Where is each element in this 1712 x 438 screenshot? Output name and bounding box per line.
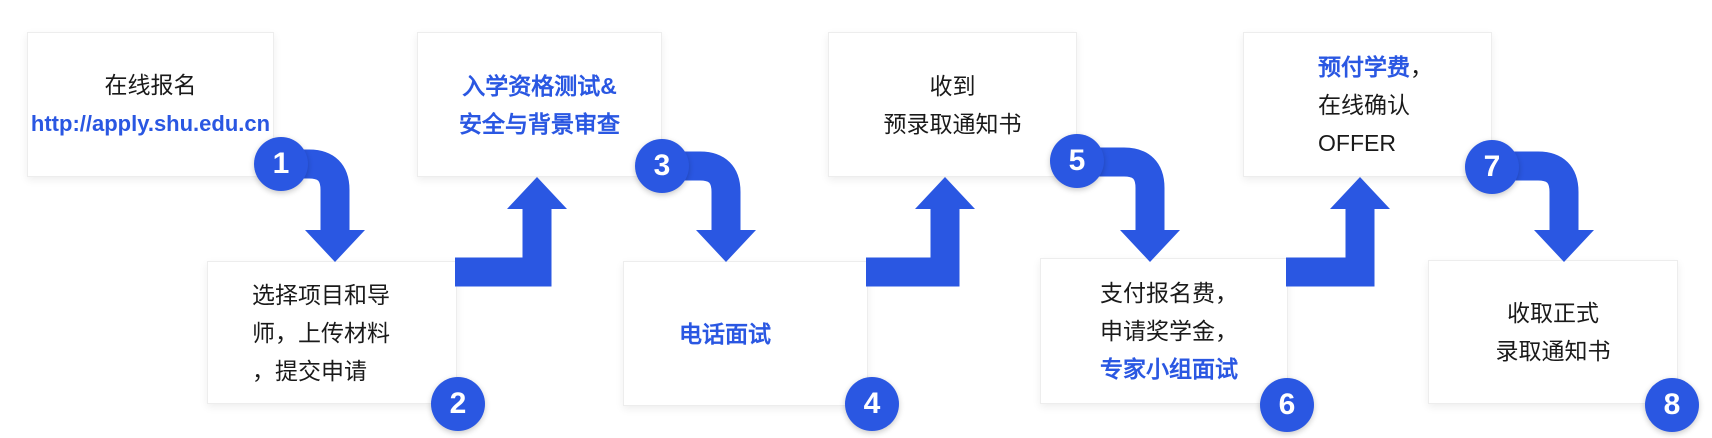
step-text: 专家小组面试 — [1100, 356, 1238, 382]
step-8-number-badge: 8 — [1645, 378, 1699, 432]
connector-elbow-up — [1286, 209, 1375, 287]
step-text: 收取正式 — [1507, 300, 1599, 326]
step-text-line: 预付学费， — [1318, 48, 1433, 86]
step-8-card: 收取正式录取通知书 — [1428, 260, 1678, 404]
step-1-number-badge: 1 — [254, 137, 308, 191]
step-text-line: 在线确认 — [1318, 86, 1433, 124]
step-text: 安全与背景审查 — [459, 110, 620, 137]
step-2-number-badge: 2 — [431, 377, 485, 431]
step-text: 在线确认 — [1318, 91, 1410, 118]
step-text: 收到 — [929, 72, 976, 99]
step-text: 预付学费 — [1318, 53, 1410, 80]
step-text: 入学资格测试& — [462, 72, 617, 99]
step-number: 5 — [1068, 144, 1086, 177]
step-text-line: 入学资格测试& — [459, 67, 620, 105]
step-text-line: 申请奖学金， — [1100, 312, 1238, 350]
step-3-card: 入学资格测试&安全与背景审查 — [417, 32, 662, 177]
step-text: 录取通知书 — [1495, 338, 1611, 364]
step-4-card: 电话面试 — [623, 261, 868, 406]
step-number: 7 — [1483, 150, 1501, 183]
step-5-card: 收到预录取通知书 — [828, 32, 1077, 177]
arrow-down-icon — [1534, 230, 1594, 262]
step-text-line: 专家小组面试 — [1100, 350, 1238, 388]
step-number: 8 — [1663, 388, 1681, 421]
arrow-up-icon — [915, 177, 975, 209]
arrow-down-icon — [696, 230, 756, 262]
step-text-line: http://apply.shu.edu.cn — [31, 104, 270, 143]
step-text: ， — [1410, 53, 1433, 80]
step-text-line: OFFER — [1318, 124, 1433, 162]
step-number: 4 — [863, 387, 881, 420]
step-text: 申请奖学金， — [1100, 318, 1238, 344]
step-text-line: 在线报名 — [31, 66, 270, 104]
step-5-number-badge: 5 — [1050, 134, 1104, 188]
arrow-up-icon — [1330, 177, 1390, 209]
step-6-number-badge: 6 — [1260, 378, 1314, 432]
step-text-line: 收取正式 — [1496, 294, 1611, 332]
step-number: 3 — [653, 149, 671, 182]
arrow-down-icon — [305, 230, 365, 262]
step-4-number-badge: 4 — [845, 377, 899, 431]
step-3-number-badge: 3 — [635, 139, 689, 193]
step-text-line: 电话面试 — [679, 315, 771, 353]
step-6-card: 支付报名费， 申请奖学金， 专家小组面试 — [1040, 258, 1288, 404]
step-number: 6 — [1278, 388, 1296, 421]
step-text: 预录取通知书 — [883, 110, 1022, 137]
step-text-line: 预录取通知书 — [884, 105, 1022, 143]
step-text-line: 选择项目和导 — [252, 276, 390, 314]
step-text: OFFER — [1318, 129, 1396, 156]
step-text-line: ，提交申请 — [252, 352, 390, 390]
step-text: 选择项目和导 — [252, 281, 390, 308]
step-2-card: 选择项目和导师，上传材料 ，提交申请 — [207, 261, 457, 404]
step-text-line: 录取通知书 — [1496, 332, 1611, 370]
step-1-card: 在线报名 http://apply.shu.edu.cn — [27, 32, 274, 177]
step-number: 1 — [272, 147, 290, 180]
connector-elbow-up — [866, 209, 960, 287]
step-text: 师，上传材料 — [252, 319, 390, 346]
step-text: 在线报名 — [104, 72, 197, 98]
step-text: 支付报名费， — [1100, 280, 1238, 306]
connector-elbow-up — [455, 209, 552, 287]
step-text-line: 支付报名费， — [1100, 274, 1238, 312]
arrow-up-icon — [507, 177, 567, 209]
step-text-line: 安全与背景审查 — [459, 105, 620, 143]
step-text: ，提交申请 — [252, 357, 367, 384]
step-number: 2 — [449, 387, 467, 420]
step-text: 电话面试 — [679, 320, 771, 347]
step-text-line: 师，上传材料 — [252, 314, 390, 352]
step-text-line: 收到 — [884, 67, 1022, 105]
apply-url-link[interactable]: http://apply.shu.edu.cn — [30, 111, 271, 136]
step-7-number-badge: 7 — [1465, 140, 1519, 194]
